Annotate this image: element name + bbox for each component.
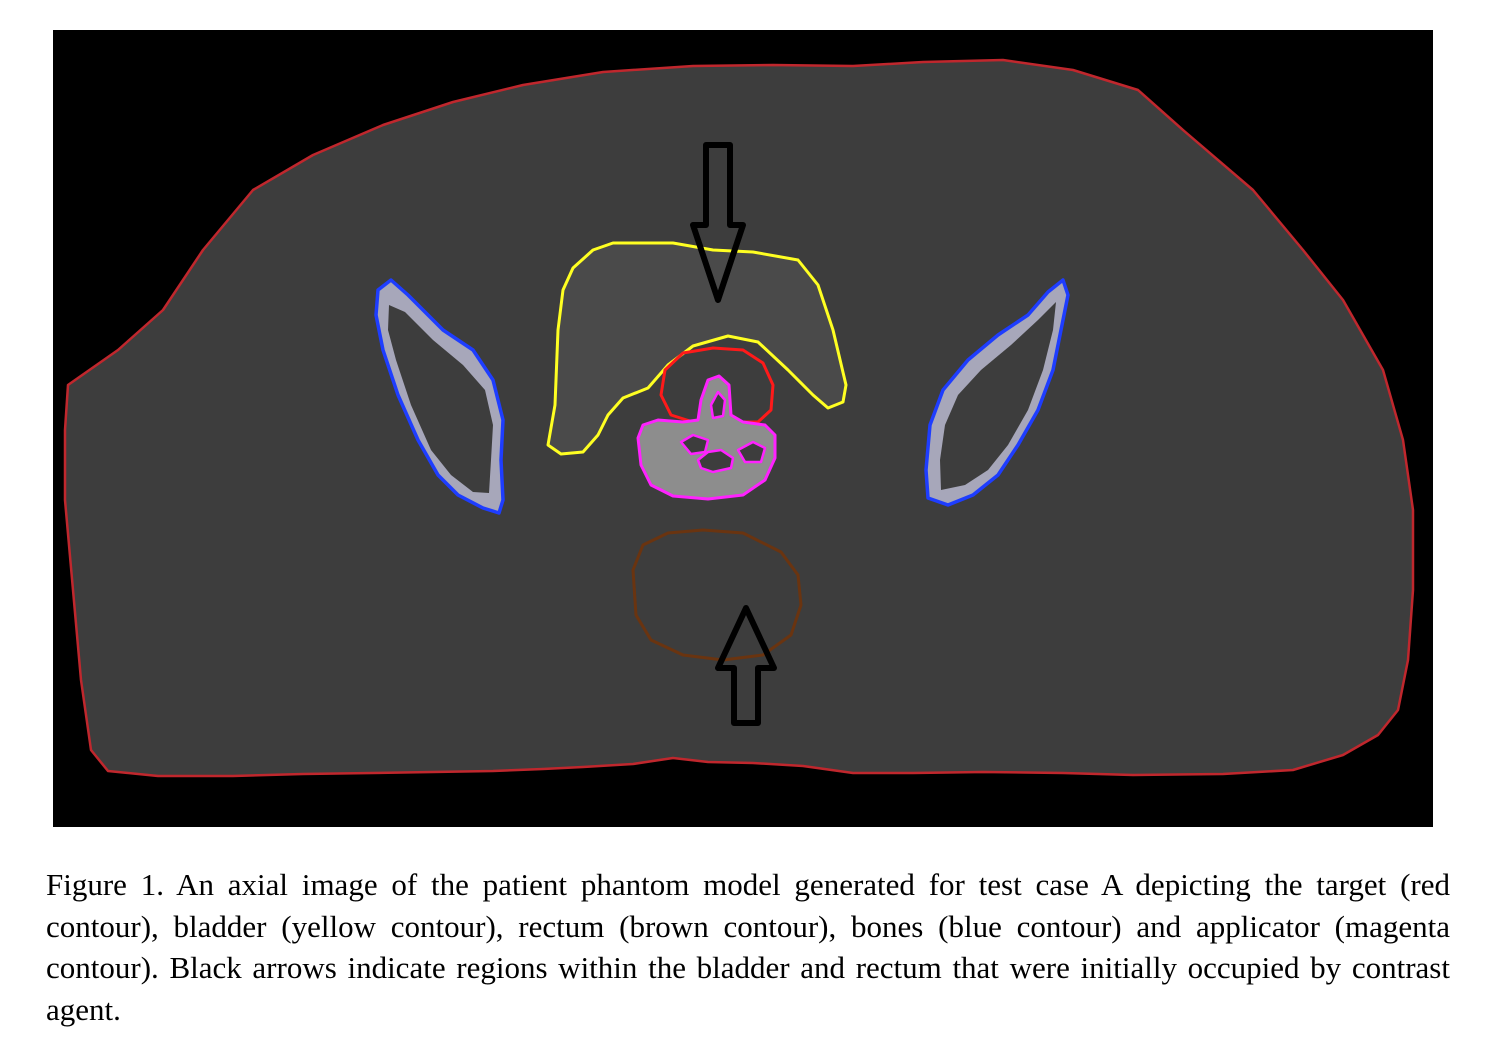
figure-caption: Figure 1. An axial image of the patient … xyxy=(46,867,1450,1027)
up-arrow-icon xyxy=(715,605,777,726)
right-bone-contour xyxy=(924,278,1070,507)
applicator-inner-void-right xyxy=(736,440,767,464)
phantom-axial-image xyxy=(53,30,1433,827)
right-bone-inner xyxy=(940,302,1056,490)
rectum-contour xyxy=(631,528,803,662)
applicator-inner-void-top xyxy=(709,390,727,420)
bladder-contour xyxy=(546,241,848,456)
down-arrow-icon xyxy=(690,142,746,303)
applicator-inner-void-left xyxy=(679,433,710,456)
left-bone-contour xyxy=(374,278,505,515)
applicator-inner-void-center xyxy=(696,448,735,474)
left-bone-inner xyxy=(388,305,493,493)
applicator-contour xyxy=(636,374,777,501)
